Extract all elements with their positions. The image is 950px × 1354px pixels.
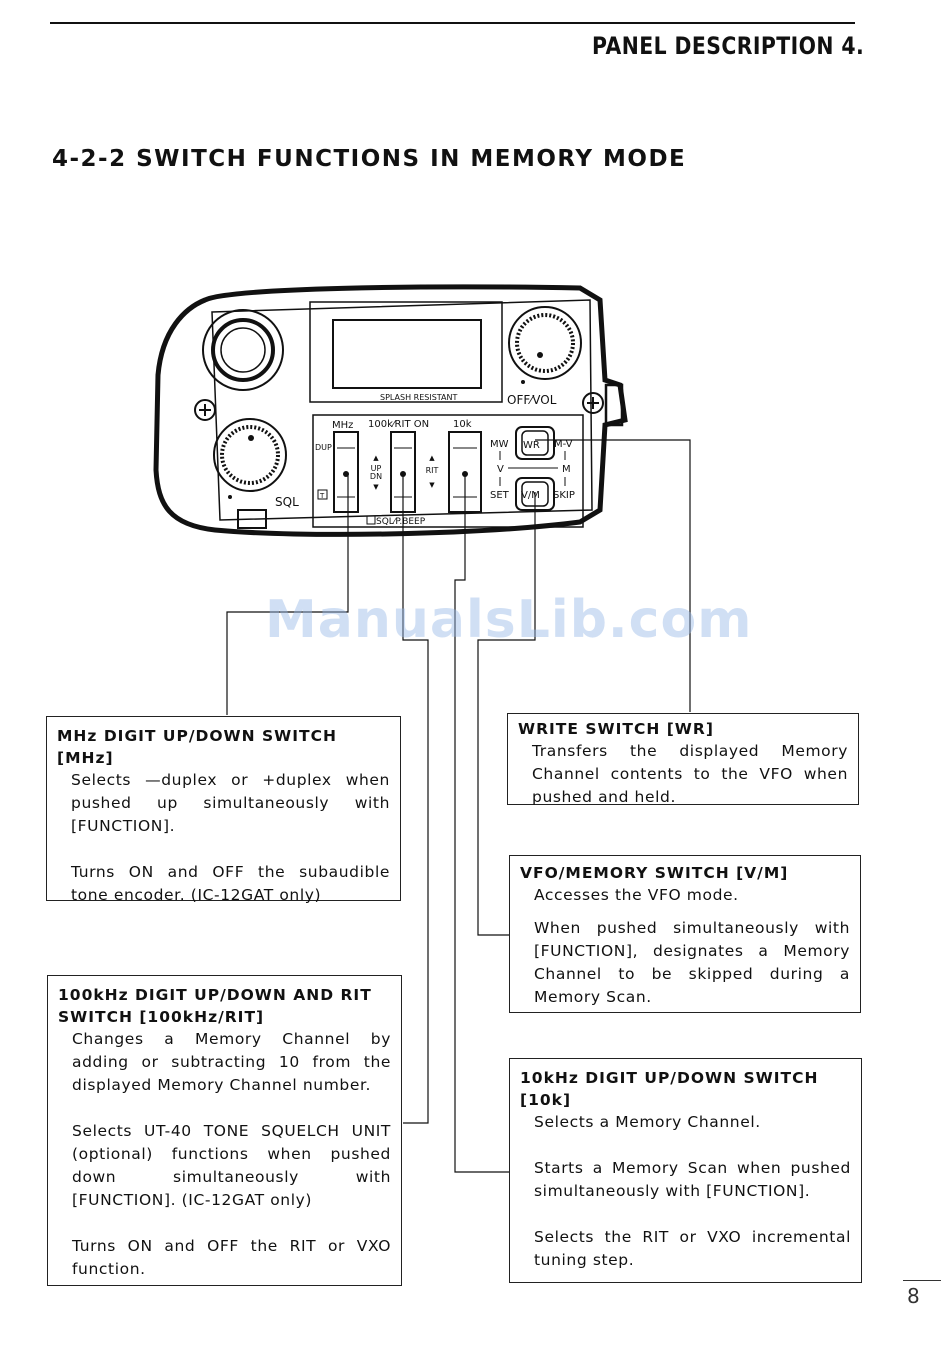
svg-text:▼: ▼ — [429, 481, 435, 489]
wr-button: WR — [523, 440, 540, 451]
header-rule — [50, 22, 855, 24]
svg-text:SET: SET — [490, 490, 510, 501]
khz10-switch-desc-3: Selects the RIT or VXO incremental tunin… — [534, 1228, 851, 1269]
khz100-switch-desc-3: Turns ON and OFF the RIT or VXO function… — [72, 1237, 391, 1278]
subsection-title: 4-2-2 SWITCH FUNCTIONS IN MEMORY MODE — [52, 146, 687, 172]
khz100-switch-title: 100kHz DIGIT UP/DOWN AND RIT SWITCH [100… — [58, 986, 372, 1026]
write-switch-desc: Transfers the displayed Memory Channel c… — [532, 742, 848, 806]
svg-text:MW: MW — [490, 439, 509, 450]
svg-text:DN: DN — [370, 472, 382, 481]
khz10-switch-title: 10kHz DIGIT UP/DOWN SWITCH [10k] — [520, 1069, 819, 1109]
sql-label: SQL — [275, 495, 299, 509]
mhz-switch-box: MHz DIGIT UP/DOWN SWITCH [MHz] Selects —… — [46, 716, 401, 904]
mhz-switch-desc-1: Selects —duplex or +duplex when pushed u… — [71, 771, 390, 835]
leader-lines — [226, 439, 691, 1173]
vm-button: V/M — [521, 490, 540, 501]
khz100-switch-desc-1: Changes a Memory Channel by adding or su… — [72, 1030, 391, 1094]
sql-beep-label: SQL⁄P.BEEP — [376, 517, 426, 527]
splash-label: SPLASH RESISTANT — [380, 393, 458, 402]
svg-text:UP: UP — [371, 464, 382, 473]
section-heading: PANEL DESCRIPTION 4. — [592, 32, 865, 60]
vm-switch-title: VFO/MEMORY SWITCH [V/M] — [520, 864, 789, 882]
vm-switch-desc-1: Accesses the VFO mode. — [534, 886, 739, 904]
svg-text:▼: ▼ — [373, 483, 379, 491]
watermark: ManualsLib.com — [265, 590, 753, 650]
khz100-switch-desc-2: Selects UT-40 TONE SQUELCH UNIT (optiona… — [72, 1122, 391, 1209]
khz10-label: 10k — [453, 419, 472, 430]
write-switch-title: WRITE SWITCH [WR] — [518, 720, 714, 738]
page-number-rule — [903, 1280, 941, 1281]
page-number: 8 — [907, 1284, 920, 1308]
mhz-switch-desc-2: Turns ON and OFF the subaudible tone enc… — [71, 863, 390, 904]
khz10-switch-box: 10kHz DIGIT UP/DOWN SWITCH [10k] Selects… — [509, 1058, 862, 1283]
svg-text:RIT: RIT — [426, 466, 439, 475]
svg-text:M-V: M-V — [554, 439, 573, 450]
svg-text:▲: ▲ — [373, 454, 379, 462]
khz10-switch-desc-1: Selects a Memory Channel. — [534, 1113, 761, 1131]
svg-text:▲: ▲ — [429, 454, 435, 462]
off-vol-label: OFF⁄VOL — [507, 393, 557, 407]
vm-switch-desc-2: When pushed simultaneously with [FUNCTIO… — [534, 919, 850, 1006]
vm-switch-box: VFO/MEMORY SWITCH [V/M] Accesses the VFO… — [509, 855, 861, 1013]
khz100-label: 100k⁄RIT ON — [368, 419, 429, 430]
mhz-label: MHz — [332, 420, 353, 431]
svg-text:M: M — [562, 464, 571, 475]
write-switch-box: WRITE SWITCH [WR] Transfers the displaye… — [507, 713, 859, 806]
mhz-switch-title: MHz DIGIT UP/DOWN SWITCH [MHz] — [57, 727, 337, 767]
radio-housing — [153, 284, 628, 537]
dup-label: DUP — [315, 443, 332, 452]
svg-text:SKIP: SKIP — [553, 490, 575, 501]
svg-text:T: T — [319, 492, 325, 500]
khz100-switch-box: 100kHz DIGIT UP/DOWN AND RIT SWITCH [100… — [47, 975, 402, 1286]
svg-text:V: V — [497, 464, 504, 475]
khz10-switch-desc-2: Starts a Memory Scan when pushed simulta… — [534, 1159, 851, 1200]
